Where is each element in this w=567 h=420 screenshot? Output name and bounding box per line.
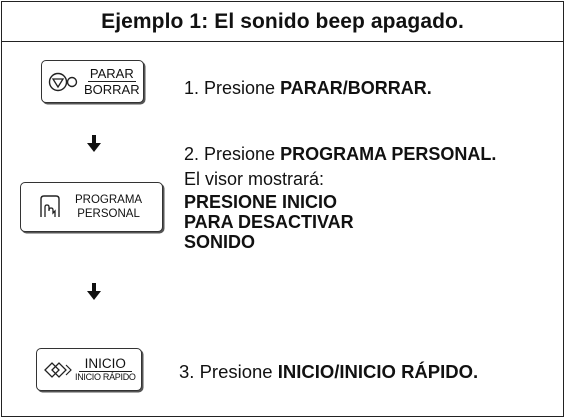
borrar-label: BORRAR [84,81,140,97]
hand-icon [35,192,65,222]
down-arrow-icon [87,135,101,152]
parar-borrar-button[interactable]: PARAR BORRAR [41,60,144,103]
display-line: PRESIONE INICIO [184,192,338,212]
display-intro: El visor mostrará: [184,169,325,189]
programa-personal-button[interactable]: PROGRAMA PERSONAL [20,182,163,232]
down-arrow-icon [87,283,101,300]
inicio-rapido-label: INICIO RÁPIDO [75,371,136,382]
start-double-diamond-icon [43,358,73,382]
inicio-button[interactable]: INICIO INICIO RÁPIDO [36,348,142,391]
programa-label: PROGRAMA [75,193,143,206]
inicio-label: INICIO [78,356,132,372]
stop-circle-icon [48,70,80,94]
step-3-text: 3. Presione INICIO/INICIO RÁPIDO. [179,361,479,382]
display-message: PRESIONE INICIO PARA DESACTIVAR SONIDO [184,192,354,252]
step-2-text: 2. Presione PROGRAMA PERSONAL. [184,144,497,164]
parar-label: PARAR [87,65,136,82]
example-title: Ejemplo 1: El sonido beep apagado. [2,2,563,42]
step-1-text: 1. Presione PARAR/BORRAR. [184,78,432,98]
display-line: PARA DESACTIVAR [184,212,354,232]
display-line: SONIDO [184,232,256,252]
personal-label: PERSONAL [77,208,140,220]
